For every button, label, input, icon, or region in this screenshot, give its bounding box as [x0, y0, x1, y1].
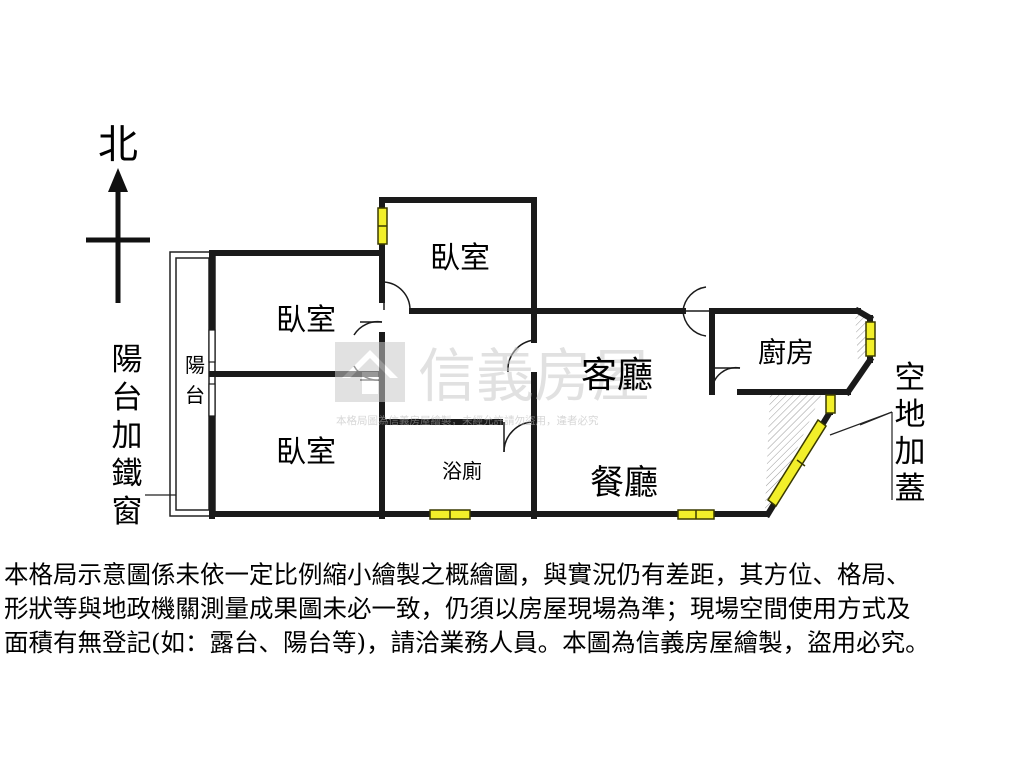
room-label-living: 客廳 — [581, 355, 653, 396]
door-bath — [503, 421, 535, 453]
window-bedroom-top — [377, 207, 388, 245]
door-living — [682, 286, 710, 337]
north-compass: 北 — [86, 122, 150, 303]
annotation-char: 加 — [895, 434, 926, 470]
door-kitchen — [711, 366, 741, 391]
compass-north-label: 北 — [98, 122, 138, 168]
annotation-char: 蓋 — [895, 471, 926, 507]
annotation-char: 窗 — [112, 494, 143, 530]
room-label-bathroom: 浴廁 — [442, 459, 482, 483]
windows — [377, 207, 876, 520]
watermark-brand: 信義房屋 — [418, 342, 650, 410]
watermark-logo-icon — [335, 342, 405, 402]
doors — [353, 281, 741, 453]
room-label-bedroom-bottom: 臥室 — [276, 435, 336, 470]
window-dining — [677, 509, 715, 520]
annotation-char: 空 — [895, 360, 926, 396]
room-label-balcony-2: 台 — [185, 383, 205, 407]
room-label-balcony-1: 陽 — [185, 353, 205, 377]
disclaimer-line: 面積有無登記(如：露台、陽台等)，請洽業務人員。本圖為信義房屋繪製，盜用必究。 — [4, 628, 930, 657]
disclaimer-line: 本格局示意圖係未依一定比例縮小繪製之概繪圖，與實況仍有差距，其方位、格局、 — [4, 560, 911, 589]
window-bath — [429, 509, 471, 520]
window-vacant-land-small — [825, 394, 836, 414]
annotation-pointers — [145, 411, 893, 500]
annotation-char: 加 — [112, 418, 143, 454]
room-label-kitchen: 廚房 — [758, 336, 814, 369]
window-kitchen — [865, 321, 876, 357]
annotation-balcony-iron-window: 陽 台 加 鐵 窗 — [112, 342, 143, 530]
room-labels: 臥室 臥室 臥室 客廳 廚房 浴廁 餐廳 陽 台 — [185, 241, 814, 503]
door-bedroom-top — [383, 281, 411, 311]
room-label-bedroom-top: 臥室 — [430, 241, 490, 276]
room-label-dining: 餐廳 — [590, 463, 658, 503]
annotation-char: 鐵 — [112, 456, 143, 492]
disclaimer-text: 本格局示意圖係未依一定比例縮小繪製之概繪圖，與實況仍有差距，其方位、格局、 形狀… — [4, 558, 1020, 660]
watermark-notice: 本格局圖為信義房屋繪製，未經允許請勿盜用，違者必究 — [336, 414, 599, 427]
room-label-bedroom-middle: 臥室 — [276, 303, 336, 338]
annotation-char: 台 — [112, 380, 143, 416]
kitchen-corner-hatch — [855, 313, 868, 362]
door-living-left — [507, 339, 535, 373]
compass-arrow-head — [108, 168, 128, 192]
window-vacant-land-diagonal — [766, 418, 828, 508]
annotation-char: 地 — [895, 397, 926, 433]
annotation-char: 陽 — [112, 342, 143, 378]
annotation-vacant-land-roofed: 空 地 加 蓋 — [895, 360, 926, 507]
balcony-sliding-doors — [208, 329, 216, 417]
door-bedroom-middle — [353, 320, 383, 336]
disclaimer-line: 形狀等與地政機關測量成果圖未必一致，仍須以房屋現場為準；現場空間使用方式及 — [4, 594, 911, 623]
watermark: 信義房屋 本格局圖為信義房屋繪製，未經允許請勿盜用，違者必究 — [335, 342, 650, 427]
